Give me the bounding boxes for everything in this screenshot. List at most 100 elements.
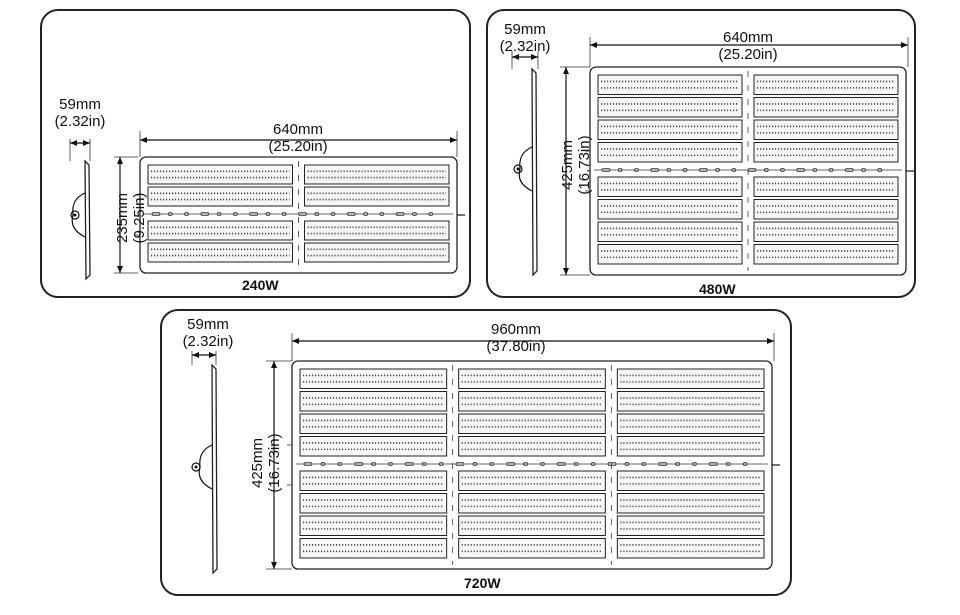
mount-hole — [346, 212, 356, 216]
led-module — [597, 119, 743, 140]
bracket-knob-center — [516, 167, 520, 171]
height-mm: 425mm — [249, 437, 266, 489]
led-module — [458, 515, 606, 536]
led-module — [299, 436, 448, 457]
led-module — [616, 515, 765, 536]
arrow-head — [271, 361, 277, 368]
led-module — [458, 436, 606, 457]
mount-hole — [523, 462, 528, 466]
mount-hole — [320, 462, 326, 466]
mount-hole — [780, 168, 785, 172]
mount-hole — [675, 462, 680, 466]
led-module — [147, 164, 293, 185]
arrow-head — [450, 137, 457, 143]
mount-hole — [298, 212, 307, 216]
led-module — [753, 199, 899, 220]
led-module — [597, 142, 743, 163]
mount-hole — [379, 212, 385, 216]
led-module — [458, 470, 606, 491]
arrow-head — [901, 42, 908, 48]
mount-hole — [472, 462, 478, 466]
led-module — [458, 391, 606, 412]
led-module — [753, 244, 899, 265]
width-label: 640mm (25.20in) — [238, 121, 358, 155]
led-module — [304, 242, 450, 263]
bracket-knob-center — [73, 213, 77, 217]
led-module — [299, 493, 448, 514]
drawing-480w — [511, 37, 914, 277]
width-mm: 960mm — [490, 321, 542, 338]
depth-mm: 59mm — [187, 316, 229, 333]
bracket-profile — [198, 444, 213, 490]
mount-hole — [167, 212, 173, 216]
height-label: 425mm (16.73in) — [249, 407, 283, 519]
arrow-head — [767, 338, 774, 344]
width-in: (25.20in) — [718, 46, 778, 63]
height-in: (16.73in) — [266, 433, 283, 493]
led-module — [753, 221, 899, 242]
width-label: 960mm (37.80in) — [456, 321, 576, 355]
depth-in: (2.32in) — [54, 113, 106, 130]
led-module — [597, 221, 743, 242]
mount-hole — [281, 212, 287, 216]
bracket-knob — [70, 210, 80, 220]
arrow-head — [292, 338, 299, 344]
mount-hole — [682, 168, 688, 172]
mount-hole — [607, 462, 617, 466]
side-profile — [531, 67, 538, 277]
side-profile — [211, 363, 218, 575]
mount-hole — [641, 462, 647, 466]
mount-hole — [658, 462, 668, 466]
led-module — [147, 186, 293, 207]
arrow-head — [117, 157, 123, 164]
led-module — [299, 538, 448, 559]
depth-label: 59mm (2.32in) — [488, 21, 562, 55]
depth-mm: 59mm — [504, 21, 546, 38]
depth-label: 59mm (2.32in) — [42, 96, 118, 130]
drawing-720w — [191, 333, 780, 575]
height-in: (16.73in) — [576, 135, 593, 195]
mount-hole — [330, 212, 336, 216]
mount-hole — [489, 462, 495, 466]
led-module — [597, 97, 743, 118]
mount-hole — [650, 168, 660, 172]
led-module — [616, 368, 765, 389]
led-module — [299, 368, 448, 389]
mount-hole — [303, 462, 313, 466]
led-module — [299, 515, 448, 536]
arrow-head — [563, 67, 569, 74]
led-module — [147, 242, 293, 263]
mount-hole — [428, 212, 434, 216]
depth-mm: 59mm — [59, 96, 101, 113]
mount-hole — [573, 462, 579, 466]
diagram-240w: 59mm (2.32in) 640mm (25.20in) 235mm (9.2… — [40, 9, 471, 298]
depth-in: (2.32in) — [182, 333, 234, 350]
mount-hole — [455, 462, 465, 466]
led-module — [616, 538, 765, 559]
led-module — [299, 470, 448, 491]
height-label: 425mm (16.73in) — [559, 109, 593, 221]
arrow-head — [192, 352, 199, 358]
mount-hole — [634, 168, 639, 172]
mount-hole — [232, 212, 238, 216]
arrow-head — [70, 140, 77, 146]
led-module — [458, 368, 606, 389]
led-module — [616, 493, 765, 514]
led-module — [616, 470, 765, 491]
mount-hole — [715, 168, 720, 172]
mount-hole — [617, 168, 623, 172]
mount-hole — [812, 168, 818, 172]
led-module — [597, 74, 743, 95]
led-module — [304, 220, 450, 241]
arrow-head — [209, 352, 216, 358]
mount-hole — [354, 462, 364, 466]
mount-hole — [265, 212, 271, 216]
mount-hole — [763, 168, 769, 172]
led-module — [299, 413, 448, 434]
mount-hole — [698, 168, 708, 172]
mount-hole — [438, 462, 444, 466]
mount-hole — [337, 462, 343, 466]
model-label: 720W — [464, 575, 501, 591]
side-profile — [84, 159, 91, 281]
led-module — [616, 391, 765, 412]
